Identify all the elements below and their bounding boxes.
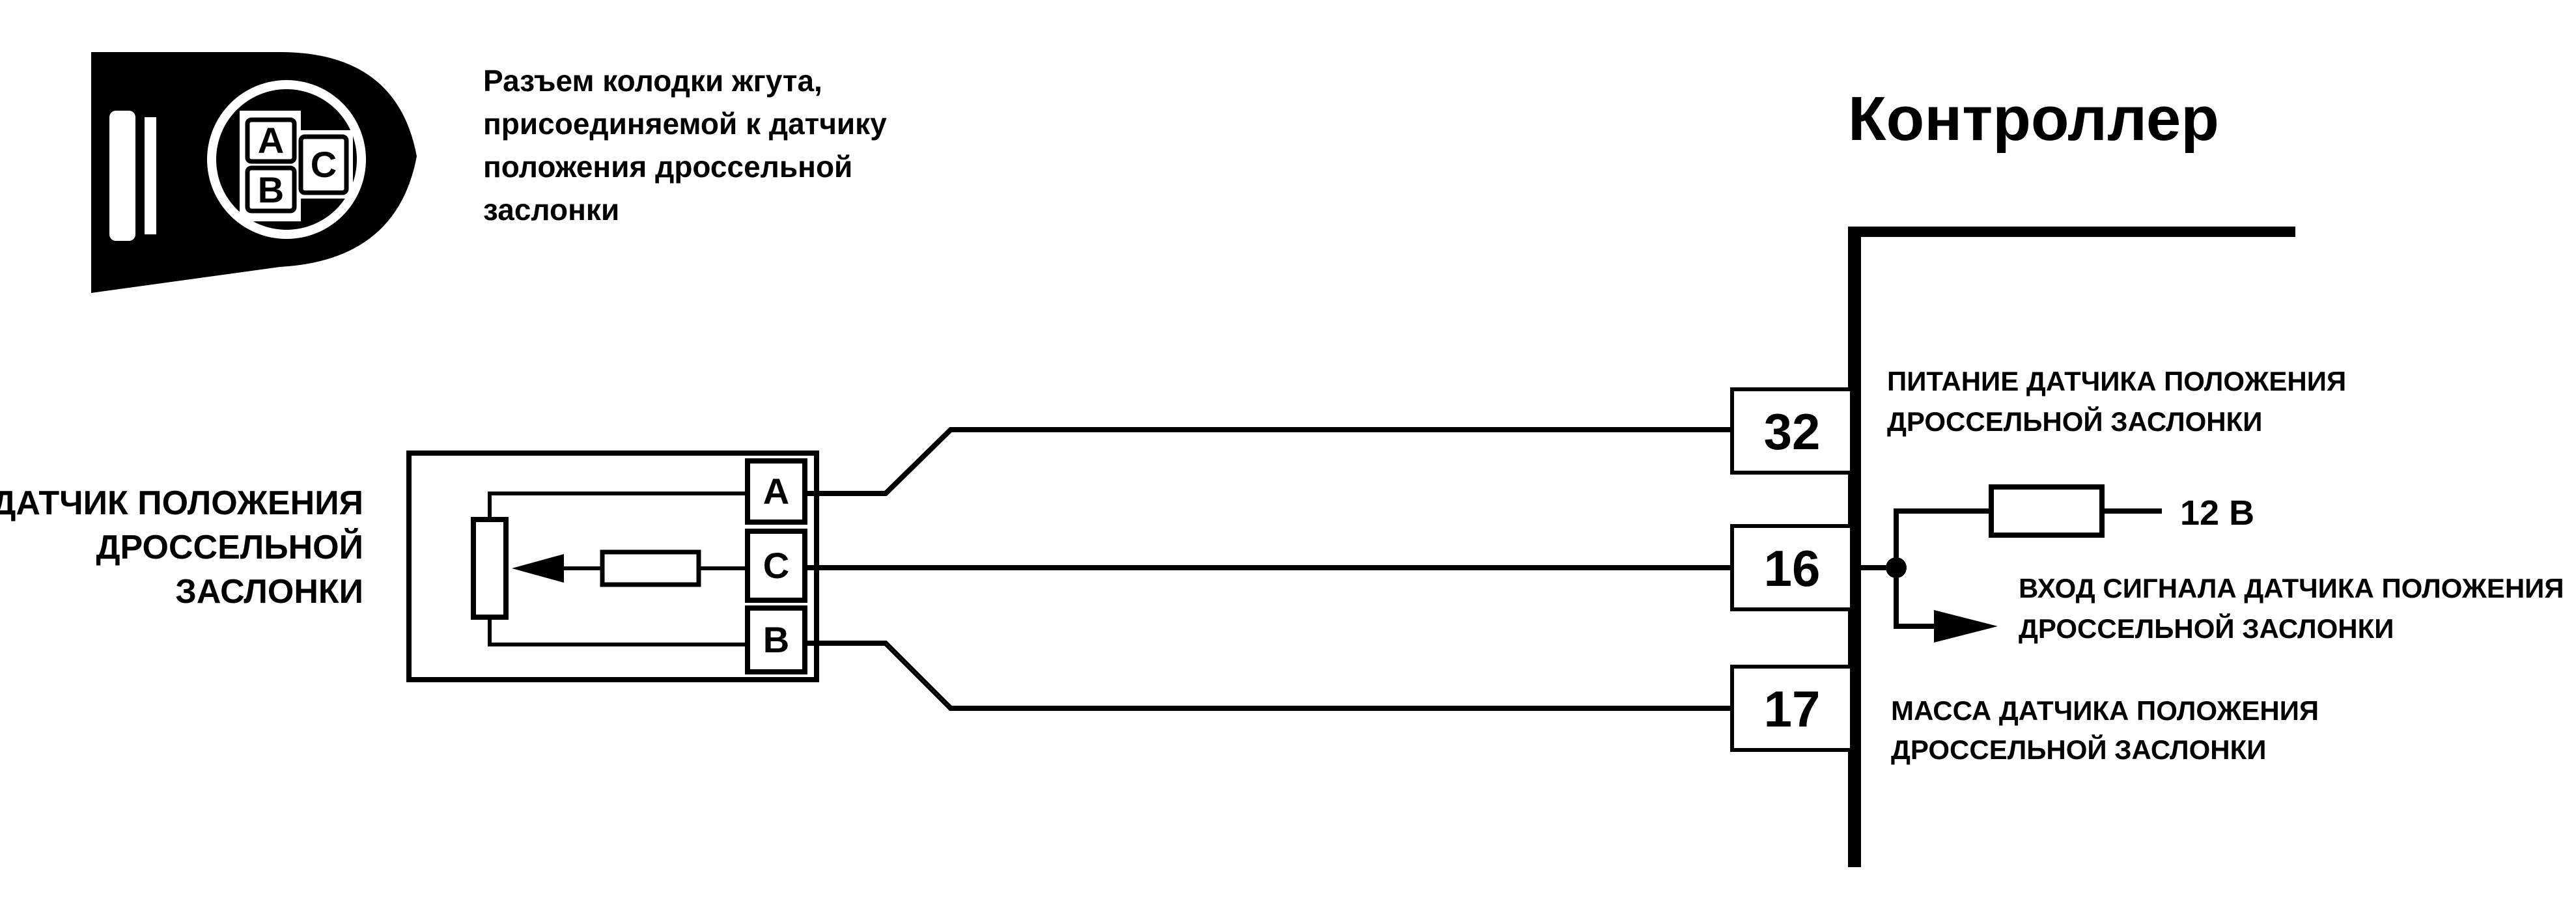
wiring [805, 427, 1732, 711]
signal-label-line: ДРОССЕЛЬНОЙ ЗАСЛОНКИ [1891, 734, 2266, 765]
signal-label-line: ПИТАНИЕ ДАТЧИКА ПОЛОЖЕНИЯ [1887, 366, 2346, 396]
connector-caption-line: положения дроссельной [483, 150, 852, 184]
controller-frame [1848, 227, 2295, 867]
throttle-position-sensor: A C B [406, 450, 819, 682]
controller-pin-number: 17 [1764, 680, 1821, 738]
sensor-pin-c: C [763, 545, 789, 586]
harness-connector-icon: A B C [91, 52, 417, 293]
connector-pin-a: A [258, 120, 284, 161]
series-resistor [600, 549, 701, 587]
controller-pin-32: 32 [1730, 387, 1854, 475]
sensor-label-line: ДРОССЕЛЬНОЙ [96, 528, 363, 566]
signal-label-32: ПИТАНИЕ ДАТЧИКА ПОЛОЖЕНИЯ ДРОССЕЛЬНОЙ ЗА… [1887, 366, 2346, 437]
controller-title: Контроллер [1848, 84, 2219, 154]
sensor-label-line: ЗАСЛОНКИ [175, 573, 363, 611]
connector-caption-line: присоединяемой к датчику [483, 107, 887, 141]
potentiometer-resistor [471, 517, 509, 620]
signal-label-line: ДРОССЕЛЬНОЙ ЗАСЛОНКИ [2019, 613, 2394, 644]
pullup-resistor-circuit: 12 В [1855, 484, 2254, 643]
connector-caption-line: Разъем колодки жгута, [483, 64, 822, 98]
sensor-label-line: ДАТЧИК ПОЛОЖЕНИЯ [0, 484, 363, 522]
controller-pin-number: 16 [1764, 540, 1821, 597]
wiper-arrow [512, 554, 564, 583]
sensor-pin-a: A [763, 471, 789, 512]
signal-label-17: МАССА ДАТЧИКА ПОЛОЖЕНИЯ ДРОССЕЛЬНОЙ ЗАСЛ… [1891, 695, 2319, 765]
signal-label-line: ДРОССЕЛЬНОЙ ЗАСЛОНКИ [1887, 406, 2262, 437]
connector-pin-c: C [311, 144, 337, 185]
signal-label-line: ВХОД СИГНАЛА ДАТЧИКА ПОЛОЖЕНИЯ [2019, 573, 2564, 603]
signal-label-16: ВХОД СИГНАЛА ДАТЧИКА ПОЛОЖЕНИЯ ДРОССЕЛЬН… [2019, 573, 2564, 644]
connector-pin-b: B [258, 169, 284, 210]
supply-12v-label: 12 В [2180, 493, 2254, 533]
connector-caption: Разъем колодки жгута, присоединяемой к д… [483, 64, 887, 227]
sensor-pin-b: B [763, 619, 789, 660]
signal-input-arrow [1934, 610, 1998, 643]
controller-pin-17: 17 [1730, 665, 1854, 752]
controller-pin-16: 16 [1730, 524, 1854, 611]
wire-b-to-17 [805, 641, 1732, 711]
signal-label-line: МАССА ДАТЧИКА ПОЛОЖЕНИЯ [1891, 695, 2319, 726]
sensor-label: ДАТЧИК ПОЛОЖЕНИЯ ДРОССЕЛЬНОЙ ЗАСЛОНКИ [0, 484, 363, 611]
connector-caption-line: заслонки [483, 193, 619, 227]
wire-a-to-32 [805, 427, 1732, 496]
controller-pin-number: 32 [1764, 403, 1821, 460]
